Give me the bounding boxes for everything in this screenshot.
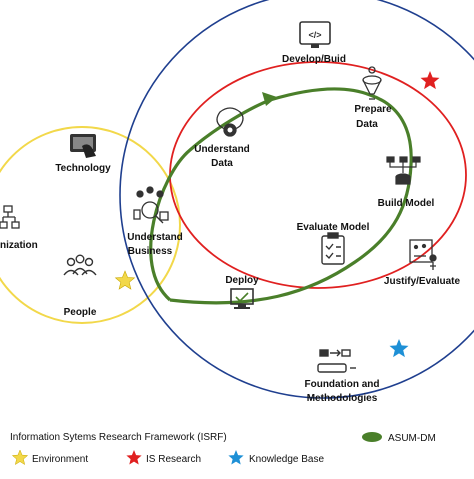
foundation-label-1: Foundation and: [305, 379, 380, 390]
asum-dm-arrowhead: [262, 92, 277, 106]
legend-knowledge-base: Knowledge Base: [249, 454, 324, 465]
brain-gear-icon: [216, 107, 244, 137]
legend-environment: Environment: [32, 454, 88, 465]
understand-data-label-2: Data: [211, 158, 233, 169]
environment-circle: [0, 126, 181, 324]
legend-asum-dm-swatch: [362, 432, 382, 442]
tablet-hand-icon: [70, 134, 96, 158]
legend-asum-dm: ASUM-DM: [388, 433, 436, 444]
checklist-icon: [321, 232, 345, 265]
people-label: People: [64, 307, 97, 318]
org-chart-icon: [0, 205, 20, 229]
prepare-data-label-1: Prepare: [354, 104, 392, 115]
legend-knowledge-base-star-icon: [228, 450, 244, 465]
technology-label: Technology: [55, 163, 111, 174]
network-model-icon: [386, 156, 421, 185]
evaluate-model-label: Evaluate Model: [297, 222, 370, 233]
prepare-data-label-2: Data: [356, 119, 378, 130]
understand-business-label-2: Business: [128, 246, 173, 257]
business-analysis-icon: [133, 186, 169, 224]
code-monitor-icon: </>: [299, 21, 331, 48]
understand-business-label-1: Understand: [127, 232, 183, 243]
data-funnel-icon: [362, 66, 382, 100]
deploy-label: Deploy: [225, 275, 259, 286]
environment-star-icon: [114, 270, 136, 290]
monitor-deploy-icon: [230, 288, 254, 309]
is-research-star-icon: [420, 71, 440, 90]
build-model-label: Build Model: [378, 198, 435, 209]
is-research-circle: [169, 61, 467, 289]
understand-data-label-1: Understand: [194, 144, 250, 155]
justify-evaluate-label: Justify/Evaluate: [384, 276, 461, 287]
legend-is-research-star-icon: [126, 450, 142, 465]
asum-dm-arrow: [149, 98, 271, 302]
legend-is-research: IS Research: [146, 454, 201, 465]
foundation-label-2: Methodologies: [307, 393, 378, 404]
knowledge-base-circle: [119, 0, 474, 399]
board-evaluate-icon: [409, 239, 437, 270]
develop-build-label: Develop/Buid: [282, 54, 346, 65]
organization-label: nization: [0, 240, 38, 251]
legend-environment-star-icon: [11, 449, 29, 466]
legend-framework-title: Information Sytems Research Framework (I…: [10, 432, 227, 443]
svg-text:</>: </>: [308, 30, 321, 40]
people-group-icon: [63, 254, 97, 276]
knowledge-base-star-icon: [389, 339, 409, 358]
methodology-flow-icon: [317, 349, 356, 373]
